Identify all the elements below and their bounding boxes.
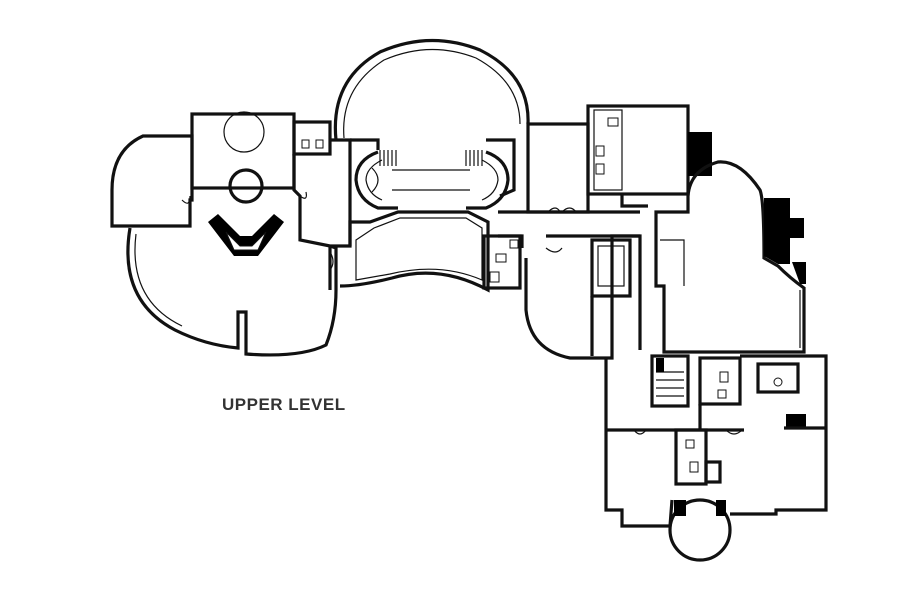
vestibule (190, 112, 296, 190)
chimney-east (764, 198, 804, 264)
round-turret (668, 498, 732, 562)
vestibule-dome (223, 111, 265, 153)
north-room-a (526, 122, 590, 214)
level-label: UPPER LEVEL (222, 395, 346, 414)
twin-staircase (354, 150, 510, 210)
west-curved-room (110, 134, 194, 228)
chimney-north (688, 132, 712, 176)
central-hall (333, 38, 530, 293)
door-swings (181, 191, 743, 435)
se-closet (756, 362, 800, 394)
closet-north (292, 120, 332, 156)
south-central-bedroom (524, 234, 642, 360)
south-bedroom-outline (524, 234, 642, 360)
main-corridor (482, 210, 640, 290)
se-bath-2 (674, 428, 708, 486)
powder-room (482, 234, 522, 290)
north-central-rooms (526, 104, 712, 214)
master-bedroom-outline (126, 227, 338, 357)
west-corridor (292, 138, 352, 248)
southeast-suite (604, 354, 828, 562)
back-stair (650, 354, 690, 408)
south-bath (590, 238, 632, 298)
gallery-room (339, 210, 490, 293)
east-wing (654, 160, 806, 354)
v-shaped-feature (208, 214, 284, 256)
central-dome-arc (333, 38, 530, 141)
west-wing (110, 111, 352, 357)
round-foyer (228, 168, 264, 204)
stair-hall-walls (350, 138, 516, 198)
east-apse-room (654, 160, 806, 354)
se-bath-1 (698, 356, 742, 406)
